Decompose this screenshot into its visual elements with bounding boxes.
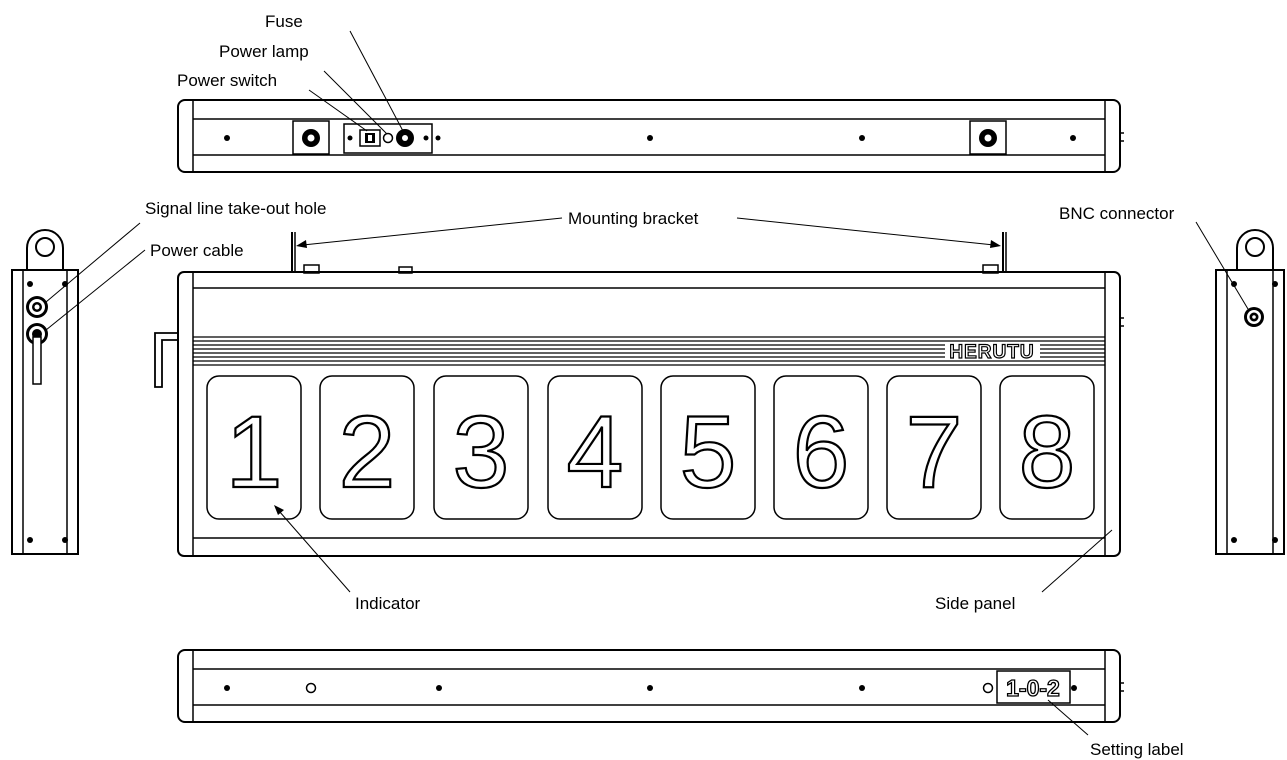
power-cable [26,323,48,385]
digit-3: 3 [453,395,510,509]
digit-4: 4 [567,395,624,509]
indicator-6: 6 [773,375,869,520]
power-switch[interactable] [359,129,381,147]
digit-8: 8 [1019,395,1076,509]
screw-dot [1070,135,1076,141]
power-switch-label: Power switch [177,71,277,90]
bnc-connector [1244,307,1264,327]
indicator-label: Indicator [355,594,421,613]
right-side-view: BNC connector [1059,204,1285,555]
fuse-label: Fuse [265,12,303,31]
digit-6: 6 [793,395,850,509]
top-view: Fuse Power lamp Power switch [177,12,1124,173]
setting-label-value: 1-0-2 [1006,675,1060,701]
signal-line-hole [26,296,48,318]
indicator-4: 4 [547,375,643,520]
screw-dot [647,135,653,141]
power-cable-label: Power cable [150,241,244,260]
indicator-5: 5 [660,375,756,520]
digit-7: 7 [906,395,963,509]
control-panel [343,123,441,154]
fuse-holder[interactable] [396,129,414,147]
setting-label-plate: 1-0-2 [996,670,1071,704]
digit-5: 5 [680,395,737,509]
setting-label-label: Setting label [1090,740,1184,759]
screw-dot [224,135,230,141]
bnc-connector-label: BNC connector [1059,204,1175,223]
power-lamp-label: Power lamp [219,42,309,61]
indicator-2: 2 [319,375,415,520]
digit-1: 1 [226,395,283,509]
brand-logo: HERUTU [949,342,1034,363]
indicator-3: 3 [433,375,529,520]
mounting-bracket-label: Mounting bracket [568,209,699,228]
screw-dot [859,135,865,141]
digit-2: 2 [339,395,396,509]
bottom-view: 1-0-2 Setting label [177,649,1184,759]
power-lamp [382,132,394,144]
indicator-8: 8 [999,375,1095,520]
left-side-view: Signal line take-out hole Power cable [11,199,326,555]
signal-line-hole-label: Signal line take-out hole [145,199,326,218]
stripe-band [193,336,1105,366]
indicator-7: 7 [886,375,982,520]
indicator-1: 1 [206,375,302,520]
side-panel-label: Side panel [935,594,1015,613]
front-view: HERUTU 1 2 3 4 5 6 7 [154,209,1124,613]
mount-square-left [292,120,330,155]
mount-square-right [969,120,1007,155]
